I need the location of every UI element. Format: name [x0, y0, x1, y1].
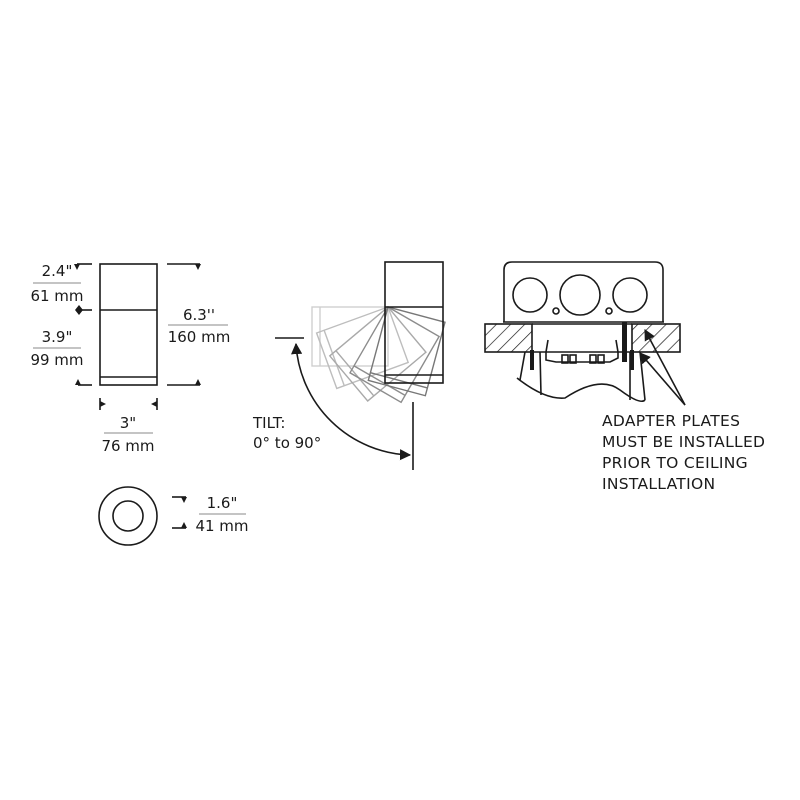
- note-line-2: MUST BE INSTALLED: [602, 433, 765, 451]
- arrow-down-icon: [195, 264, 201, 270]
- arrow-up-icon: [75, 379, 81, 385]
- front-view: 2.4" 61 mm 3.9" 99 mm 6.3'' 160 mm 3" 76…: [30, 262, 230, 455]
- ceiling-section-right: [631, 323, 681, 353]
- ceiling-section-left: [484, 323, 533, 353]
- knockout-circle: [612, 277, 648, 313]
- knockout-circle: [512, 277, 548, 313]
- leader-arrow-icon: [639, 352, 686, 406]
- junction-box: [503, 261, 664, 322]
- screw-hole: [605, 307, 613, 315]
- bottom-height-in: 3.9": [42, 328, 73, 346]
- adapter-screw: [622, 322, 627, 362]
- terminal-block: [561, 354, 605, 364]
- fixture-body: [384, 261, 444, 384]
- mounting-bracket: [545, 339, 619, 363]
- adapter-screw: [630, 350, 634, 370]
- top-height-in: 2.4": [42, 262, 73, 280]
- break-line: [516, 377, 646, 403]
- arrow-right-icon: [100, 401, 106, 407]
- note-line-4: INSTALLATION: [602, 475, 715, 493]
- tilt-label: TILT:: [252, 414, 285, 432]
- aperture-in: 1.6": [207, 494, 238, 512]
- tilt-arc-arrow-icon: [291, 342, 412, 461]
- total-height-in: 6.3'': [183, 306, 215, 324]
- arrow-up-icon: [181, 522, 187, 528]
- fixture-body: [99, 263, 158, 386]
- fixture-outline-circle: [98, 486, 158, 546]
- leader-arrow-icon: [644, 329, 686, 406]
- fixture-sides: [519, 351, 646, 401]
- width-in: 3": [120, 414, 136, 432]
- arrow-left-icon: [151, 401, 157, 407]
- tilt-view: TILT: 0° to 90°: [252, 261, 446, 470]
- tilt-range: 0° to 90°: [253, 434, 321, 452]
- install-view: ADAPTER PLATES MUST BE INSTALLED PRIOR T…: [484, 261, 765, 493]
- tilt-ghost-positions: [311, 306, 446, 404]
- top-height-mm: 61 mm: [30, 287, 83, 305]
- screw-hole: [552, 307, 560, 315]
- bottom-view: 1.6" 41 mm: [98, 486, 249, 546]
- note-line-3: PRIOR TO CEILING: [602, 454, 748, 472]
- aperture-mm: 41 mm: [195, 517, 248, 535]
- aperture-circle: [112, 500, 144, 532]
- arrow-up-icon: [195, 379, 201, 385]
- arrow-down-icon: [181, 497, 187, 503]
- bottom-height-mm: 99 mm: [30, 351, 83, 369]
- total-height-mm: 160 mm: [168, 328, 231, 346]
- note-line-1: ADAPTER PLATES: [602, 412, 740, 430]
- width-mm: 76 mm: [101, 437, 154, 455]
- adapter-screw: [530, 350, 534, 370]
- knockout-circle: [559, 274, 601, 316]
- arrow-down-icon: [74, 264, 80, 270]
